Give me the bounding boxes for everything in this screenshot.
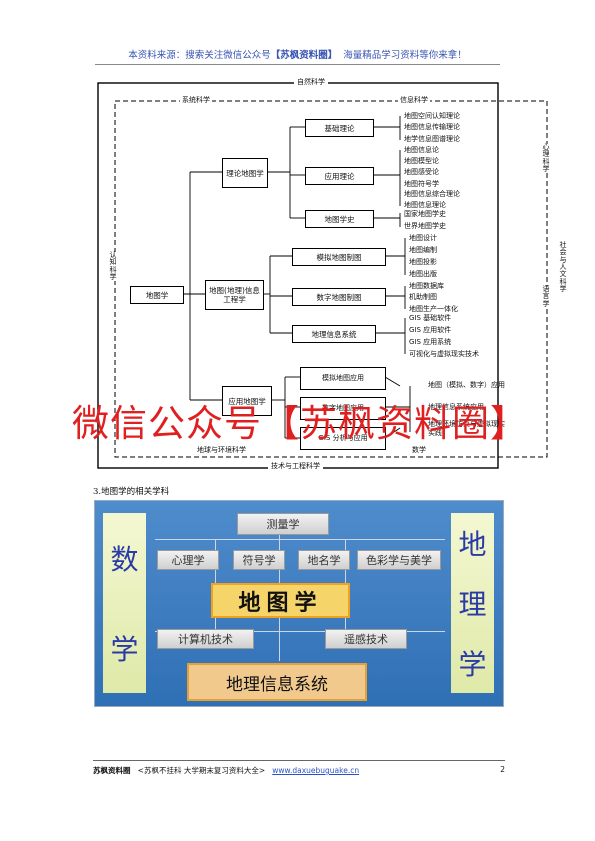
geography-panel: 地 理 学 bbox=[451, 513, 494, 693]
leaf-item: 地图数据库 bbox=[409, 282, 444, 290]
leaf-item: 可视化与虚拟现实技术 bbox=[409, 350, 479, 358]
basic-theory-box: 基础理论 bbox=[305, 119, 374, 137]
engineering-cartography-box: 地图(地理)信息工程学 bbox=[205, 280, 264, 310]
figure-caption: 3.地图学的相关学科 bbox=[93, 487, 170, 497]
color-aesthetics-box: 色彩学与美学 bbox=[357, 550, 441, 570]
label-mathematics: 数学 bbox=[410, 446, 428, 454]
side-char: 学 bbox=[458, 648, 487, 681]
label-information-science: 信息科学 bbox=[398, 96, 430, 104]
applied-theory-box: 应用理论 bbox=[305, 167, 374, 185]
connector-line bbox=[155, 539, 445, 540]
header-suffix: 海量精品学习资料等你来拿！ bbox=[343, 50, 467, 61]
label-earth-science: 地球与环境科学 bbox=[195, 446, 248, 454]
watermark-text: 微信公众号【苏枫资料圈】 bbox=[72, 402, 528, 445]
leaf-item: 世界地图学史 bbox=[404, 222, 446, 230]
connector-line bbox=[155, 631, 445, 632]
gis-analysis-box: GIS 分析与应用 bbox=[300, 427, 386, 450]
leaf-item: 地图信息论 bbox=[404, 146, 439, 154]
page-number: 2 bbox=[500, 765, 505, 774]
label-systems-science: 系统科学 bbox=[180, 96, 212, 104]
footer-description: <苏枫不挂科 大学期末复习资料大全> bbox=[137, 766, 266, 775]
label-social-humanities: 社会与人文科学 bbox=[559, 241, 567, 294]
history-box: 地图学史 bbox=[305, 210, 374, 228]
side-char: 理 bbox=[458, 588, 487, 621]
leaf-item: 地图信息传输理论 bbox=[404, 123, 460, 131]
leaf-item: GIS 应用软件 bbox=[409, 326, 452, 334]
footer-link[interactable]: www.daxuebuguake.cn bbox=[272, 766, 360, 775]
header-brand: 【苏枫资料圈】 bbox=[270, 50, 338, 61]
side-char: 数 bbox=[110, 543, 139, 576]
leaf-item: 地图投影 bbox=[409, 258, 437, 266]
gis-bottom-box: 地理信息系统 bbox=[187, 663, 367, 701]
psychology-box: 心理学 bbox=[157, 550, 219, 570]
leaf-item: GIS 基础软件 bbox=[409, 314, 452, 322]
leaf-item: 地理信息系统应用 bbox=[428, 403, 484, 411]
leaf-item: 国家地图学史 bbox=[404, 210, 446, 218]
remote-sensing-box: 遥感技术 bbox=[325, 629, 407, 649]
surveying-box: 测量学 bbox=[237, 513, 329, 535]
page-footer: 苏枫资料圈 <苏枫不挂科 大学期末复习资料大全> www.daxuebuguak… bbox=[93, 765, 505, 776]
label-tech-engineering: 技术与工程科学 bbox=[268, 463, 323, 470]
label-natural-science: 自然科学 bbox=[294, 79, 328, 86]
leaf-item: 地图生产一体化 bbox=[409, 305, 458, 313]
leaf-item: GIS 应用系统 bbox=[409, 338, 452, 346]
leaf-item: 地图（模拟、数字）应用 bbox=[428, 381, 505, 389]
leaf-item: 地理环境仿真与虚拟现实实践 bbox=[428, 420, 505, 438]
footer-divider bbox=[93, 760, 505, 761]
leaf-item: 地图出版 bbox=[409, 270, 437, 278]
mathematics-panel: 数 学 bbox=[103, 513, 146, 693]
header-divider bbox=[95, 64, 500, 65]
toponymy-box: 地名学 bbox=[298, 550, 350, 570]
label-cognitive-science: 认知科学 bbox=[109, 251, 117, 282]
leaf-item: 地图设计 bbox=[409, 234, 437, 242]
label-psychology: 心理科学 bbox=[542, 143, 550, 174]
gis-box: 地理信息系统 bbox=[292, 325, 376, 343]
header-prefix: 本资料来源：搜索关注微信公众号 bbox=[128, 50, 271, 61]
semiotics-box: 符号学 bbox=[233, 550, 285, 570]
side-char: 学 bbox=[110, 633, 139, 666]
footer-brand: 苏枫资料圈 bbox=[93, 766, 131, 775]
digital-mapping-box: 数字地图制图 bbox=[292, 288, 386, 306]
computer-tech-box: 计算机技术 bbox=[157, 629, 254, 649]
analog-map-application-box: 模拟地图应用 bbox=[300, 367, 386, 390]
leaf-item: 地图感受论 bbox=[404, 168, 439, 176]
leaf-item: 地图符号学 bbox=[404, 180, 439, 188]
cartography-center-box: 地图学 bbox=[211, 583, 350, 618]
page-header: 本资料来源：搜索关注微信公众号【苏枫资料圈】 海量精品学习资料等你来拿！ bbox=[0, 47, 595, 61]
leaf-item: 地图空间认知理论 bbox=[404, 112, 460, 120]
leaf-item: 地图编制 bbox=[409, 246, 437, 254]
leaf-item: 地图信息理论 bbox=[404, 201, 446, 209]
applied-cartography-box: 应用地图学 bbox=[222, 386, 272, 416]
root-cartography-box: 地图学 bbox=[130, 286, 184, 304]
leaf-item: 地图模型论 bbox=[404, 157, 439, 165]
related-disciplines-figure: 数 学 地 理 学 测量学 心理学 符号学 地名学 色彩学与美学 地图学 计算机… bbox=[94, 500, 504, 707]
digital-map-application-box: 数字地图应用 bbox=[300, 397, 386, 420]
leaf-item: 地图信息综合理论 bbox=[404, 190, 460, 198]
side-char: 地 bbox=[458, 528, 487, 561]
leaf-item: 机助制图 bbox=[409, 293, 437, 301]
theory-cartography-box: 理论地图学 bbox=[222, 158, 268, 188]
cartography-structure-diagram: 自然科学 技术与工程科学 系统科学 信息科学 地球与环境科学 数学 认知科学 社… bbox=[97, 79, 567, 470]
analog-mapping-box: 模拟地图制图 bbox=[292, 248, 386, 266]
leaf-item: 地学信息图谱理论 bbox=[404, 135, 460, 143]
label-linguistics: 语言学 bbox=[542, 285, 550, 309]
